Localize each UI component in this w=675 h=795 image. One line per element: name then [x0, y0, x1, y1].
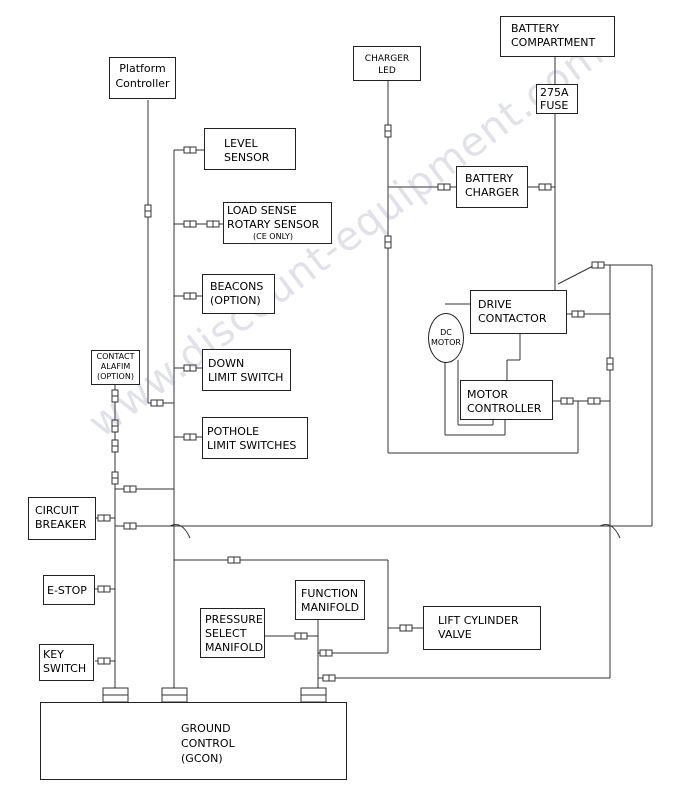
e-stop-box	[43, 575, 95, 605]
motor-controller-label-1: MOTOR	[467, 388, 509, 401]
load-sense-box	[223, 202, 332, 244]
load-sense-label-3: (CE ONLY)	[253, 232, 293, 241]
charger-led-box	[353, 46, 421, 81]
motor-controller-box	[460, 380, 553, 420]
key-switch-box	[39, 644, 94, 681]
motor-controller-label-2: CONTROLLER	[467, 402, 542, 415]
function-manifold-label-1: FUNCTION	[301, 587, 359, 600]
down-limit-label-2: LIMIT SWITCH	[208, 371, 284, 384]
function-manifold-label-2: MANIFOLD	[301, 601, 360, 614]
lift-cylinder-label-2: VALVE	[438, 628, 472, 641]
pothole-label-2: LIMIT SWITCHES	[207, 439, 297, 452]
load-sense-label-2: ROTARY SENSOR	[227, 218, 320, 231]
pressure-select-label-2: SELECT	[205, 627, 247, 640]
ground-control-label-1: GROUND	[181, 722, 231, 735]
battery-compartment-label-1: BATTERY	[511, 22, 560, 35]
pressure-select-label-1: PRESSURE	[205, 613, 263, 626]
pothole-label-1: POTHOLE	[207, 425, 260, 438]
down-limit-switch-box	[202, 349, 291, 391]
battery-compartment-box	[500, 16, 615, 57]
level-sensor-box	[204, 128, 296, 170]
level-sensor-label-1: LEVEL	[224, 137, 258, 150]
dc-motor	[428, 313, 464, 363]
fuse-box	[536, 84, 578, 114]
drive-contactor-label-2: CONTACTOR	[478, 312, 547, 325]
contact-alarm-label-1: CONTACT	[96, 352, 135, 361]
contact-alarm-box	[91, 350, 140, 385]
pressure-select-label-3: MANIFOLD	[205, 641, 264, 654]
battery-charger-label-2: CHARGER	[465, 186, 520, 199]
ground-control-box	[40, 702, 347, 780]
beacons-label-2: (OPTION)	[210, 294, 261, 307]
connectors	[97, 124, 614, 703]
ground-control-label-2: CONTROL	[181, 737, 235, 750]
circuit-breaker-box	[28, 497, 96, 540]
beacons-label-1: BEACONS	[210, 280, 264, 293]
drive-contactor-label-1: DRIVE	[478, 298, 512, 311]
load-sense-label-1: LOAD SENSE	[227, 204, 297, 217]
function-manifold-box	[295, 580, 365, 620]
battery-charger-label-1: BATTERY	[465, 172, 514, 185]
battery-compartment-label-2: COMPARTMENT	[511, 36, 596, 49]
platform-controller-box	[109, 57, 176, 99]
platform-controller-label-2: Controller	[115, 77, 170, 90]
contact-alarm-label-2: ALAFIM	[100, 362, 131, 371]
e-stop-label: E-STOP	[47, 584, 87, 597]
key-switch-label-2: SWITCH	[43, 662, 87, 675]
fuse-label-2: FUSE	[540, 99, 569, 112]
contact-alarm-label-3: (OPTION)	[97, 372, 134, 381]
drive-contactor-box	[470, 290, 567, 334]
lift-cylinder-valve-box	[423, 606, 541, 650]
circuit-breaker-label-2: BREAKER	[35, 518, 87, 531]
level-sensor-label-2: SENSOR	[224, 151, 270, 164]
dc-motor-label-2: MOTOR	[431, 338, 461, 347]
dc-motor-label-1: DC	[440, 328, 452, 337]
battery-charger-box	[456, 166, 528, 208]
ground-control-label-3: (GCON)	[181, 752, 223, 765]
lift-cylinder-label-1: LIFT CYLINDER	[438, 614, 519, 627]
platform-controller-label-1: Platform	[119, 62, 166, 75]
key-switch-label-1: KEY	[43, 648, 64, 661]
beacons-box	[202, 274, 275, 314]
down-limit-label-1: DOWN	[208, 357, 245, 370]
pressure-select-manifold-box	[200, 608, 265, 658]
pothole-limit-switches-box	[202, 417, 308, 459]
fuse-label-1: 275A	[540, 86, 569, 99]
circuit-breaker-label-1: CIRCUIT	[35, 504, 79, 517]
charger-led-label-1: CHARGER	[364, 54, 410, 64]
charger-led-label-2: LED	[378, 66, 396, 76]
